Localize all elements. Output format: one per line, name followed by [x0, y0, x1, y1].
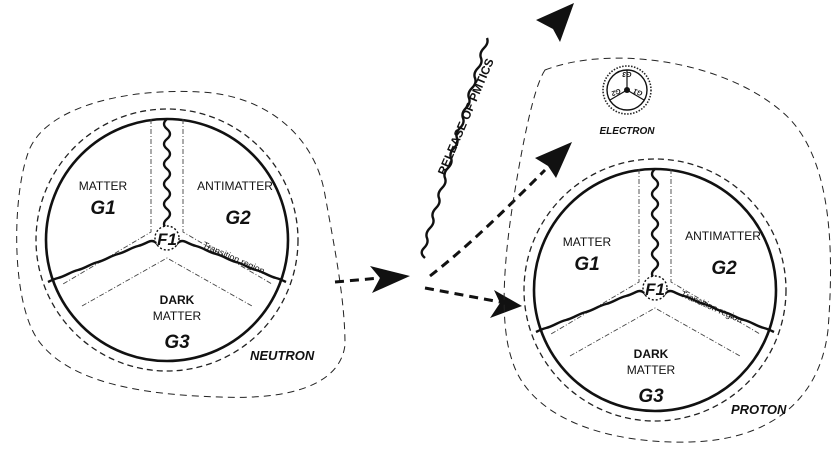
neutron-gluon-top	[162, 118, 172, 230]
arrow-to-proton	[424, 286, 501, 304]
proton-dark-matter-label: MATTER	[627, 363, 676, 377]
electron-name-label: ELECTRON	[600, 126, 656, 137]
electron-core	[624, 87, 630, 93]
neutron-transition-region	[62, 119, 273, 307]
electron-g3-label: G3	[622, 70, 631, 77]
electron-g1-label: G1	[632, 87, 643, 97]
electron-dashed-ring	[602, 65, 652, 115]
neutron-dashed-ring	[35, 108, 299, 372]
neutron-f1-core	[154, 225, 180, 251]
arrow-to-proton-head	[490, 290, 522, 318]
electron-gluon-lines	[609, 70, 645, 101]
pmtics-release-label: RELEASE OF PMTICS	[435, 56, 497, 177]
neutron-gluon-right	[175, 239, 287, 284]
neutron-transition-label: Transition region	[201, 240, 266, 276]
proton-g2-label: G2	[711, 258, 737, 279]
proton-transition-label: Transition region	[679, 289, 744, 325]
proton-outer-boundary	[503, 57, 831, 443]
decay-arrows: RELEASE OF PMTICS	[334, 3, 574, 318]
neutron-dark-matter-label: MATTER	[153, 309, 202, 323]
proton-matter-label: MATTER	[563, 235, 612, 249]
incoming-arrow	[334, 276, 381, 284]
incoming-arrowhead	[370, 266, 410, 293]
neutron-name-label: NEUTRON	[250, 348, 315, 363]
arrow-to-electron	[429, 168, 547, 278]
proton-particle: F1 MATTER G1 ANTIMATTER G2 Transition re…	[503, 57, 831, 443]
neutron-g3-label: G3	[164, 332, 190, 353]
neutron-antimatter-label: ANTIMATTER	[197, 179, 273, 193]
neutron-f1-label: F1	[157, 230, 177, 249]
pmtics-release-wave	[420, 37, 489, 259]
proton-f1-label: F1	[645, 280, 665, 299]
neutron-g2-label: G2	[225, 208, 251, 229]
proton-antimatter-label: ANTIMATTER	[685, 229, 761, 243]
neutron-matter-label: MATTER	[79, 179, 128, 193]
proton-gluon-top	[650, 168, 660, 280]
proton-transition-region	[550, 169, 761, 357]
proton-name-label: PROTON	[731, 402, 787, 417]
neutron-g1-label: G1	[90, 198, 115, 219]
proton-dark-label: DARK	[634, 347, 669, 361]
proton-g1-label: G1	[574, 254, 599, 275]
proton-dashed-ring	[523, 158, 787, 422]
neutron-particle: F1 MATTER G1 ANTIMATTER G2 Transition re…	[16, 90, 346, 398]
proton-g3-label: G3	[638, 386, 664, 407]
neutron-dark-label: DARK	[160, 293, 195, 307]
pmtics-release-arrowhead	[536, 3, 574, 42]
proton-gluon-right	[663, 289, 775, 334]
arrow-to-electron-head	[535, 142, 572, 178]
neutron-gluon-left	[47, 239, 159, 284]
proton-gluon-left	[535, 289, 647, 334]
electron-g2-label: G2	[610, 87, 621, 97]
electron-particle: G3 G2 G1 ELECTRON	[600, 65, 656, 137]
proton-f1-core	[642, 275, 668, 301]
